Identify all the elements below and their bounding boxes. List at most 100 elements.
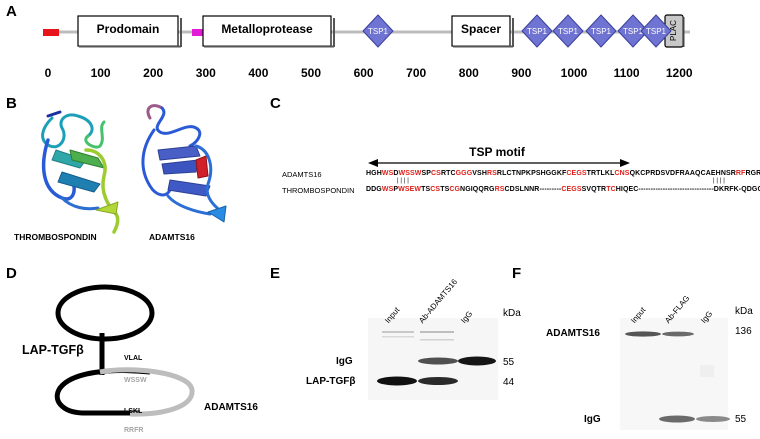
residue-segment: TS <box>421 186 431 193</box>
conserved-residue: CNS <box>614 170 630 177</box>
conserved-residue: RS <box>494 186 505 193</box>
sequence-adamts16: HGHWSDWSSWSPCSRTCGGGVSHRSRLCTNPKPSHGGKFC… <box>366 170 760 177</box>
band-e-igg-ab <box>418 357 458 365</box>
conserved-residue: CEGS <box>566 170 587 177</box>
residue-segment: TS <box>440 186 450 193</box>
signal-peptide <box>43 29 59 36</box>
adamts16-loop <box>99 367 195 417</box>
residue-segment: DDG <box>366 186 382 193</box>
tsp1-label: TSP1 <box>623 27 644 36</box>
residue-segment: VSH <box>472 170 487 177</box>
panel-label-b: B <box>6 95 17 112</box>
band-f-igg-ab <box>659 415 695 423</box>
band-e-faint-input <box>382 331 414 338</box>
tsp1-diamond <box>585 14 617 48</box>
band-f-smear <box>700 365 714 377</box>
seq-name-thrombospondin: THROMBOSPONDIN <box>282 186 355 195</box>
tsp1-diamond <box>552 14 584 48</box>
motif-lskl: LSKL <box>124 408 143 415</box>
residue-segment: HGH <box>366 170 382 177</box>
axis-tick-label: 600 <box>354 66 374 80</box>
seq-name-adamts16: ADAMTS16 <box>282 170 322 179</box>
axis-tick-label: 1200 <box>666 66 693 80</box>
conserved-residue: CG <box>449 186 461 193</box>
residue-segment: --------- <box>539 186 562 193</box>
band-label-f-igg: IgG <box>584 414 601 425</box>
metalloprotease-label: Metalloprotease <box>221 22 313 36</box>
motif-wssw: WSSW <box>124 377 147 384</box>
conserved-residue: SW <box>409 170 422 177</box>
thrombospondin-label: THROMBOSPONDIN <box>14 232 97 242</box>
residue-segment: QKC <box>629 170 646 177</box>
prodomain-label: Prodomain <box>96 22 160 36</box>
band-f-adamts16-ab <box>662 331 694 337</box>
tsp1-label: TSP1 <box>591 27 612 36</box>
residue-segment: DKRFK <box>713 186 739 193</box>
panel-label-e: E <box>270 265 281 282</box>
alignment-bars-right: | | | | <box>713 178 725 184</box>
band-e-lap-ab <box>418 377 458 385</box>
residue-segment: -QDGG <box>738 186 760 193</box>
prodomain-box <box>77 15 179 47</box>
residue-segment: TRTLKL <box>586 170 615 177</box>
panel-label-a: A <box>6 3 17 20</box>
axis-tick-label: 1100 <box>614 66 640 80</box>
adamts16-ribbon <box>141 104 227 223</box>
conserved-residue: WS <box>381 170 394 177</box>
tsp1-diamond <box>521 14 553 48</box>
panel-label-d: D <box>6 265 17 282</box>
adamts16-model-label: ADAMTS16 <box>204 402 258 413</box>
axis-tick-label: 300 <box>196 66 216 80</box>
spacer-box <box>451 15 511 47</box>
marker-f-55: 55 <box>735 414 747 425</box>
residue-segment: SP <box>421 170 432 177</box>
axis-tick-label: 400 <box>248 66 268 80</box>
lap-tgfb-top-loop <box>55 284 155 342</box>
residue-segment: RTC <box>440 170 456 177</box>
thrombospondin-ribbon <box>41 110 120 234</box>
residue-segment: RGRHYK <box>745 170 760 177</box>
tsp1-label: TSP1 <box>527 27 548 36</box>
marker-e-44: 44 <box>503 377 515 388</box>
residue-segment: HIQEC <box>615 186 639 193</box>
conserved-residue: CS <box>430 186 441 193</box>
conserved-residue: GGG <box>455 170 473 177</box>
marker-e-55: 55 <box>503 357 515 368</box>
tsp-motif-label: TSP motif <box>469 145 525 159</box>
residue-segment: SVQTR <box>581 186 607 193</box>
band-label-f-adamts16: ADAMTS16 <box>546 328 600 339</box>
motif-rrfr: RRFR <box>124 427 144 434</box>
conserved-residue: WS <box>398 170 410 177</box>
residue-segment: IQQRG <box>470 186 495 193</box>
tsp1-diamond <box>640 14 672 48</box>
residue-segment: TNPKPSHGGKF <box>511 170 567 177</box>
tsp1-label: TSP1 <box>558 27 579 36</box>
motif-vlal: VLAL <box>124 355 143 362</box>
residue-segment: P <box>393 186 399 193</box>
furin-site <box>192 29 203 36</box>
band-label-e-igg: IgG <box>336 356 353 367</box>
band-e-lap-input <box>377 376 417 386</box>
axis-tick-label: 1000 <box>561 66 588 80</box>
conserved-residue: CS <box>431 170 441 177</box>
axis-tick-label: 800 <box>459 66 479 80</box>
metalloprotease-box <box>202 15 332 47</box>
band-e-igg-igg <box>458 356 496 366</box>
band-label-e-lap-tgfb: LAP-TGFβ <box>306 376 356 387</box>
tsp1-label: TSP1 <box>368 27 389 36</box>
band-f-adamts16-input <box>625 331 661 337</box>
tsp1-diamond <box>362 14 394 48</box>
sequence-thrombospondin: DDGWSPWSEWTSCSTSCGNGIQQRGRSCDSLNNR------… <box>366 186 760 193</box>
adamts16-structure-label: ADAMTS16 <box>149 232 195 242</box>
tsp1-diamond <box>617 14 649 48</box>
axis-tick-label: 700 <box>406 66 426 80</box>
kda-label-e: kDa <box>503 308 521 319</box>
residue-segment: ------------------------------- <box>638 186 714 193</box>
conserved-residue: EW <box>409 186 422 193</box>
axis-tick-label: 200 <box>143 66 163 80</box>
lap-tgfb-label: LAP-TGFβ <box>22 343 84 357</box>
axis-tick-label: 900 <box>511 66 531 80</box>
